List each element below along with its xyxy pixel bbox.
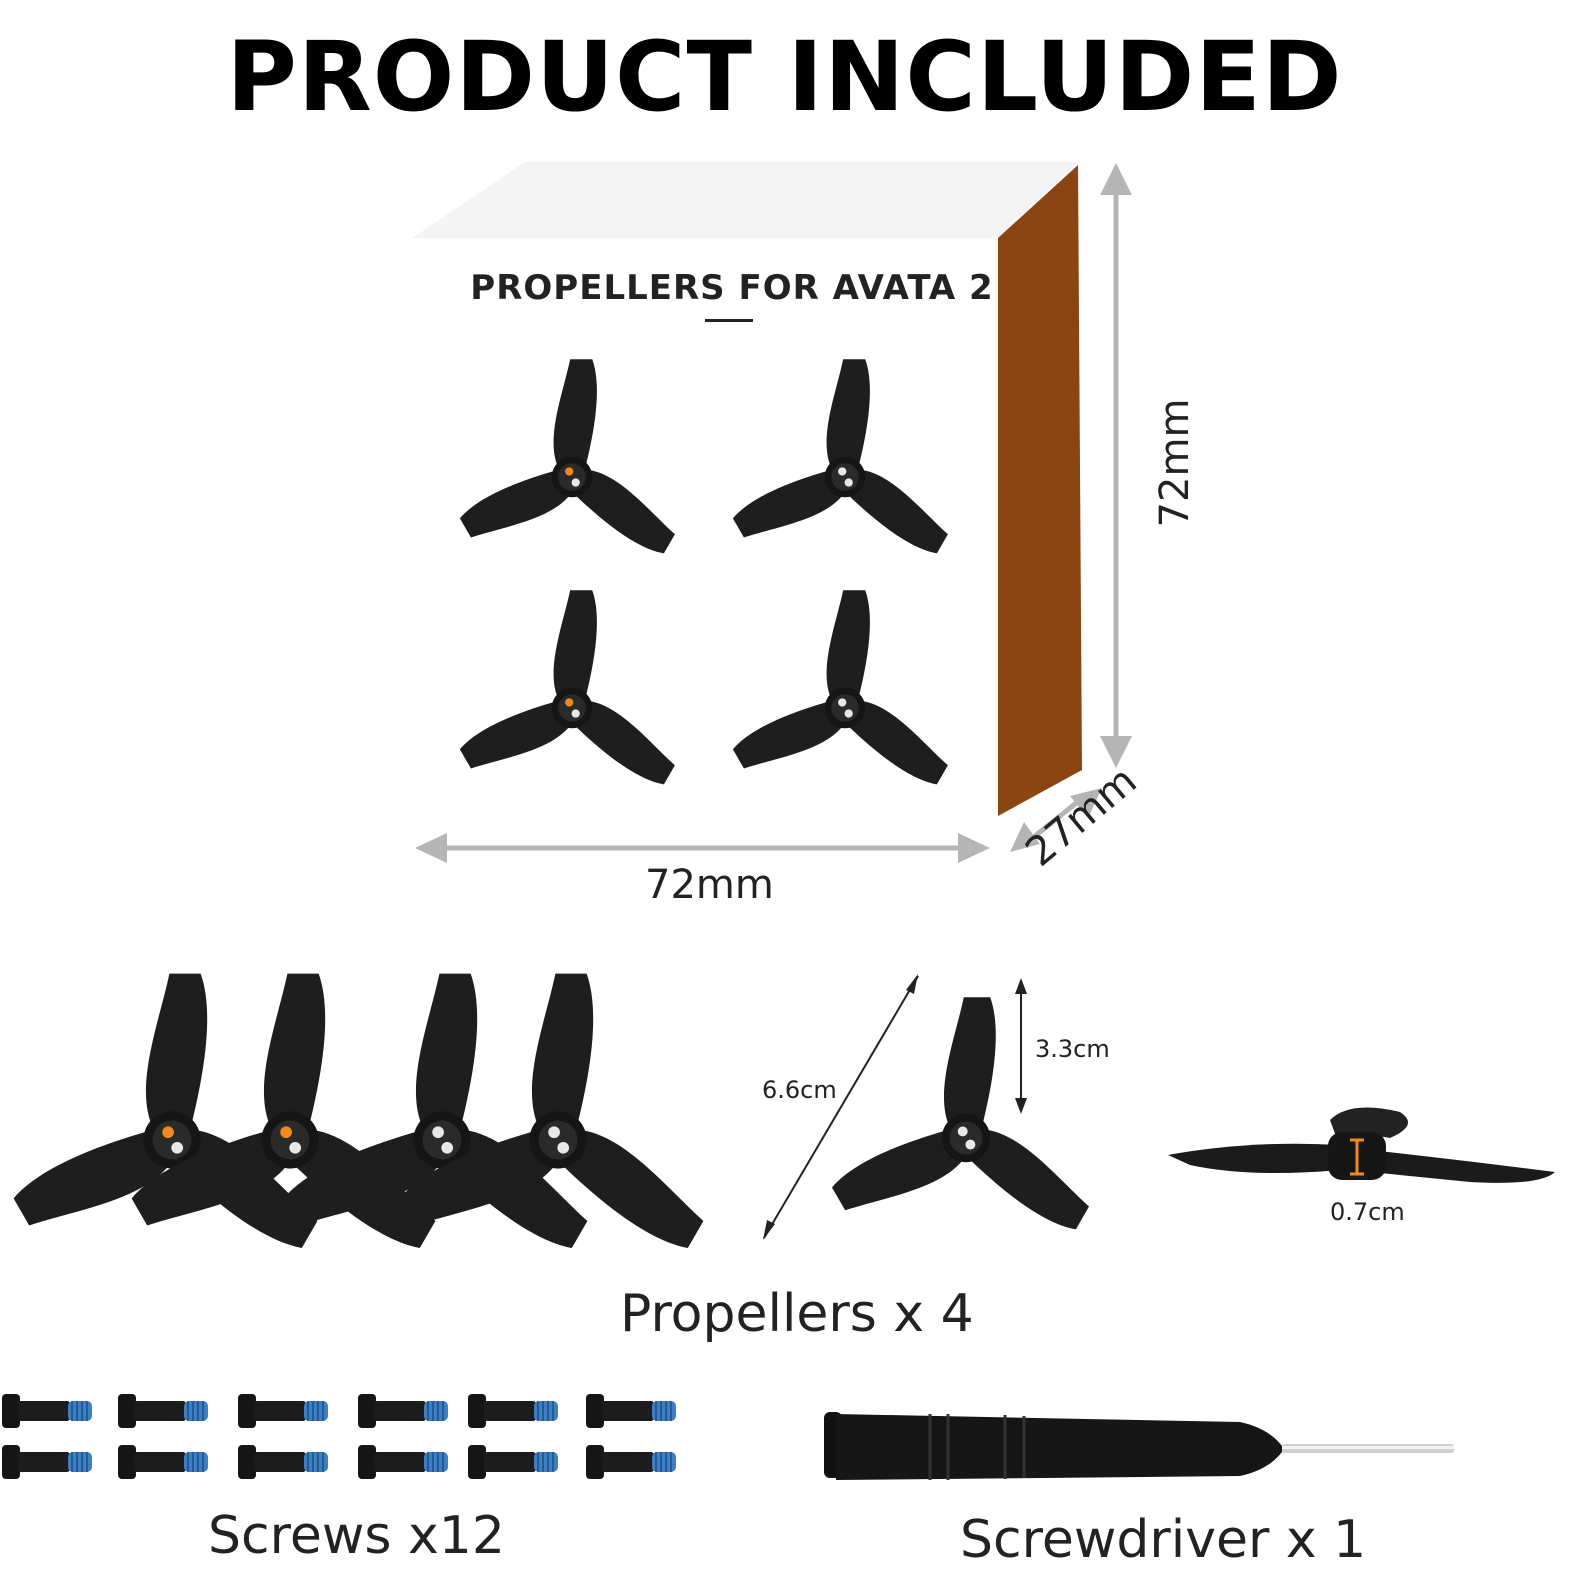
thickness-label: 0.7cm [1330, 1198, 1405, 1226]
diameter-dimension-line [763, 974, 919, 1240]
screws-caption: Screws x12 [208, 1506, 505, 1566]
blade-length-label: 3.3cm [1035, 1035, 1110, 1063]
propeller-dimension-icon [831, 997, 1090, 1230]
screw-icon [118, 1394, 208, 1428]
propellers-caption: Propellers x 4 [620, 1284, 974, 1344]
propeller-side-view [1168, 1107, 1555, 1183]
box-width-label: 72mm [645, 862, 774, 908]
screw-icon [358, 1445, 448, 1479]
diameter-label: 6.6cm [762, 1076, 837, 1104]
box-title-underline [705, 319, 753, 322]
screw-icon [238, 1445, 328, 1479]
box-height-arrow [1100, 163, 1132, 768]
screwdriver-caption: Screwdriver x 1 [960, 1510, 1367, 1570]
screw-icon [586, 1445, 676, 1479]
screw-icon [468, 1445, 558, 1479]
blade-length-dimension-line [1015, 978, 1027, 1114]
box-side-face [998, 165, 1082, 816]
box-width-arrow [415, 833, 990, 863]
box-propeller-icon [732, 590, 948, 785]
screw-icon [468, 1394, 558, 1428]
box-propeller-icon [732, 359, 948, 554]
propeller-icon [399, 973, 704, 1248]
box-propeller-icon [459, 590, 675, 785]
screw-icon [238, 1394, 328, 1428]
box-label: PROPELLERS FOR AVATA 2 [470, 268, 994, 308]
box-propeller-icon [459, 359, 675, 554]
screw-icon [2, 1394, 92, 1428]
box-height-label: 72mm [1152, 398, 1198, 528]
box-top-face [412, 162, 1078, 238]
screw-icon [118, 1445, 208, 1479]
screw-icon [2, 1445, 92, 1479]
page-title: PRODUCT INCLUDED [226, 21, 1343, 133]
box-depth-arrow [1010, 788, 1102, 852]
screw-icon [586, 1394, 676, 1428]
screw-icon [358, 1394, 448, 1428]
screwdriver-icon [824, 1412, 1454, 1480]
